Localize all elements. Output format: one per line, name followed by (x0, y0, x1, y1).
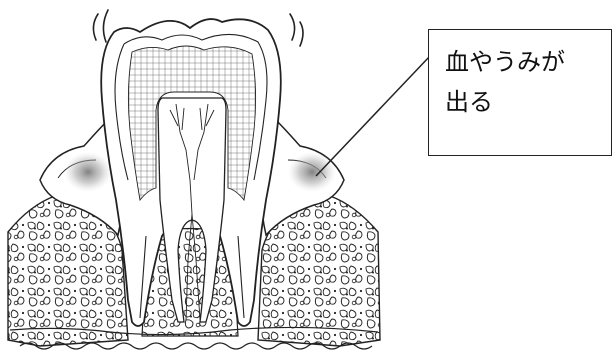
inflammation-spot-left (64, 152, 112, 192)
callout-box: 血やうみが 出る (428, 29, 612, 156)
callout-text: 血やうみが 出る (445, 42, 605, 122)
callout-leader-line (316, 56, 430, 176)
inflammation-spot-right (288, 152, 336, 192)
